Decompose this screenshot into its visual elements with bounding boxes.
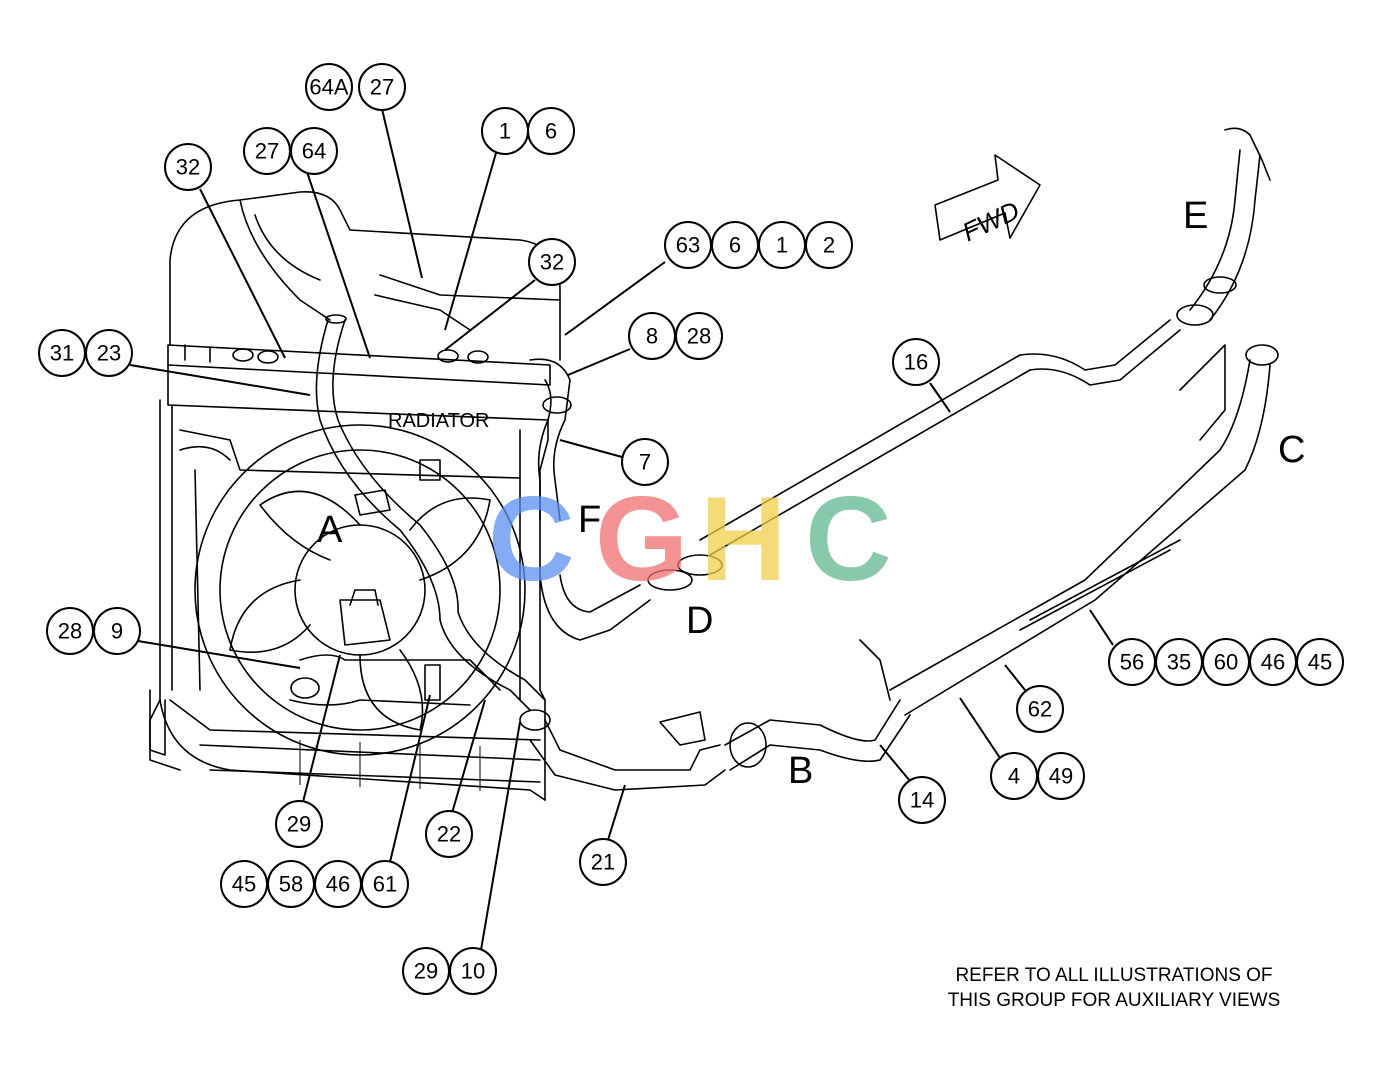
callout-label: 22: [437, 822, 461, 847]
hose-lines: [289, 127, 1279, 791]
note-line-1: REFER TO ALL ILLUSTRATIONS OF: [955, 965, 1272, 986]
callout-label: 23: [97, 341, 121, 366]
callout-label: 56: [1120, 650, 1144, 675]
callout-label: 27: [255, 139, 279, 164]
callout-49: 49: [1037, 752, 1085, 800]
callout-1: 1: [758, 221, 806, 269]
view-letter-a: A: [317, 509, 343, 551]
callout-22: 22: [425, 810, 473, 858]
callout-2: 2: [805, 221, 853, 269]
callout-28: 28: [675, 312, 723, 360]
callout-label: 45: [1308, 650, 1332, 675]
callout-45: 45: [1296, 638, 1344, 686]
callout-46: 46: [1249, 638, 1297, 686]
view-letter-f: F: [578, 499, 601, 541]
callout-label: 28: [687, 324, 711, 349]
callout-62: 62: [1016, 685, 1064, 733]
callout-label: 7: [639, 450, 651, 475]
callout-32: 32: [528, 238, 576, 286]
callout-45: 45: [220, 860, 268, 908]
callout-label: 35: [1167, 650, 1191, 675]
callout-label: 8: [646, 324, 658, 349]
callout-63: 63: [664, 221, 712, 269]
view-letter-b: B: [788, 750, 813, 792]
callout-23: 23: [85, 329, 133, 377]
callout-label: 31: [50, 341, 74, 366]
callout-label: 9: [111, 619, 123, 644]
callout-label: 6: [729, 233, 741, 258]
callout-label: 45: [232, 872, 256, 897]
watermark: C G H C: [488, 472, 892, 606]
callout-64a: 64A: [305, 63, 353, 111]
callout-label: 61: [373, 872, 397, 897]
view-letter-e: E: [1183, 195, 1208, 237]
callout-label: 63: [676, 233, 700, 258]
callout-27: 27: [358, 63, 406, 111]
fwd-label: FWD: [958, 195, 1024, 247]
callout-label: 32: [176, 155, 200, 180]
callout-46: 46: [314, 860, 362, 908]
forward-arrow: FWD: [934, 154, 1041, 247]
callout-label: 64A: [309, 75, 348, 100]
callout-21: 21: [579, 838, 627, 886]
callout-label: 49: [1049, 764, 1073, 789]
view-letter-d: D: [686, 600, 713, 642]
callout-label: 62: [1028, 697, 1052, 722]
callout-label: 1: [776, 233, 788, 258]
radiator-label: RADIATOR: [388, 410, 490, 432]
watermark-letter-1: C: [488, 472, 575, 606]
callout-label: 46: [1261, 650, 1285, 675]
callout-label: 64: [302, 139, 326, 164]
callout-56: 56: [1108, 638, 1156, 686]
callout-14: 14: [898, 776, 946, 824]
callout-label: 27: [370, 75, 394, 100]
callout-label: 1: [499, 119, 511, 144]
callout-6: 6: [711, 221, 759, 269]
view-letters: A B C D E F: [317, 195, 1305, 792]
note-line-2: THIS GROUP FOR AUXILIARY VIEWS: [948, 990, 1281, 1011]
callout-32: 32: [164, 143, 212, 191]
view-letter-c: C: [1278, 429, 1305, 471]
callout-61: 61: [361, 860, 409, 908]
callout-label: 4: [1008, 764, 1020, 789]
callout-label: 60: [1214, 650, 1238, 675]
watermark-letter-4: C: [805, 472, 892, 606]
radiator-assembly: RADIATOR: [149, 191, 561, 801]
callout-8: 8: [628, 312, 676, 360]
callout-27: 27: [243, 127, 291, 175]
callout-28: 28: [46, 607, 94, 655]
callout-4: 4: [990, 752, 1038, 800]
reference-note: REFER TO ALL ILLUSTRATIONS OF THIS GROUP…: [948, 965, 1281, 1011]
callout-label: 29: [414, 959, 438, 984]
callout-58: 58: [267, 860, 315, 908]
callout-31: 31: [38, 329, 86, 377]
callout-label: 10: [461, 959, 485, 984]
callout-label: 21: [591, 850, 615, 875]
callout-60: 60: [1202, 638, 1250, 686]
callout-label: 14: [910, 788, 934, 813]
watermark-letter-3: H: [700, 472, 787, 606]
callout-64: 64: [290, 127, 338, 175]
callout-10: 10: [449, 947, 497, 995]
leader-lines: [129, 108, 1114, 951]
callout-label: 2: [823, 233, 835, 258]
callout-1: 1: [481, 107, 529, 155]
callout-29: 29: [402, 947, 450, 995]
callout-label: 46: [326, 872, 350, 897]
callout-35: 35: [1155, 638, 1203, 686]
callout-7: 7: [621, 438, 669, 486]
callout-9: 9: [93, 607, 141, 655]
callout-label: 58: [279, 872, 303, 897]
callout-6: 6: [527, 107, 575, 155]
callout-label: 29: [287, 812, 311, 837]
callout-29: 29: [275, 800, 323, 848]
callout-label: 6: [545, 119, 557, 144]
watermark-letter-2: G: [595, 472, 688, 606]
callout-label: 28: [58, 619, 82, 644]
callout-label: 16: [904, 350, 928, 375]
callout-label: 32: [540, 250, 564, 275]
callout-16: 16: [892, 338, 940, 386]
